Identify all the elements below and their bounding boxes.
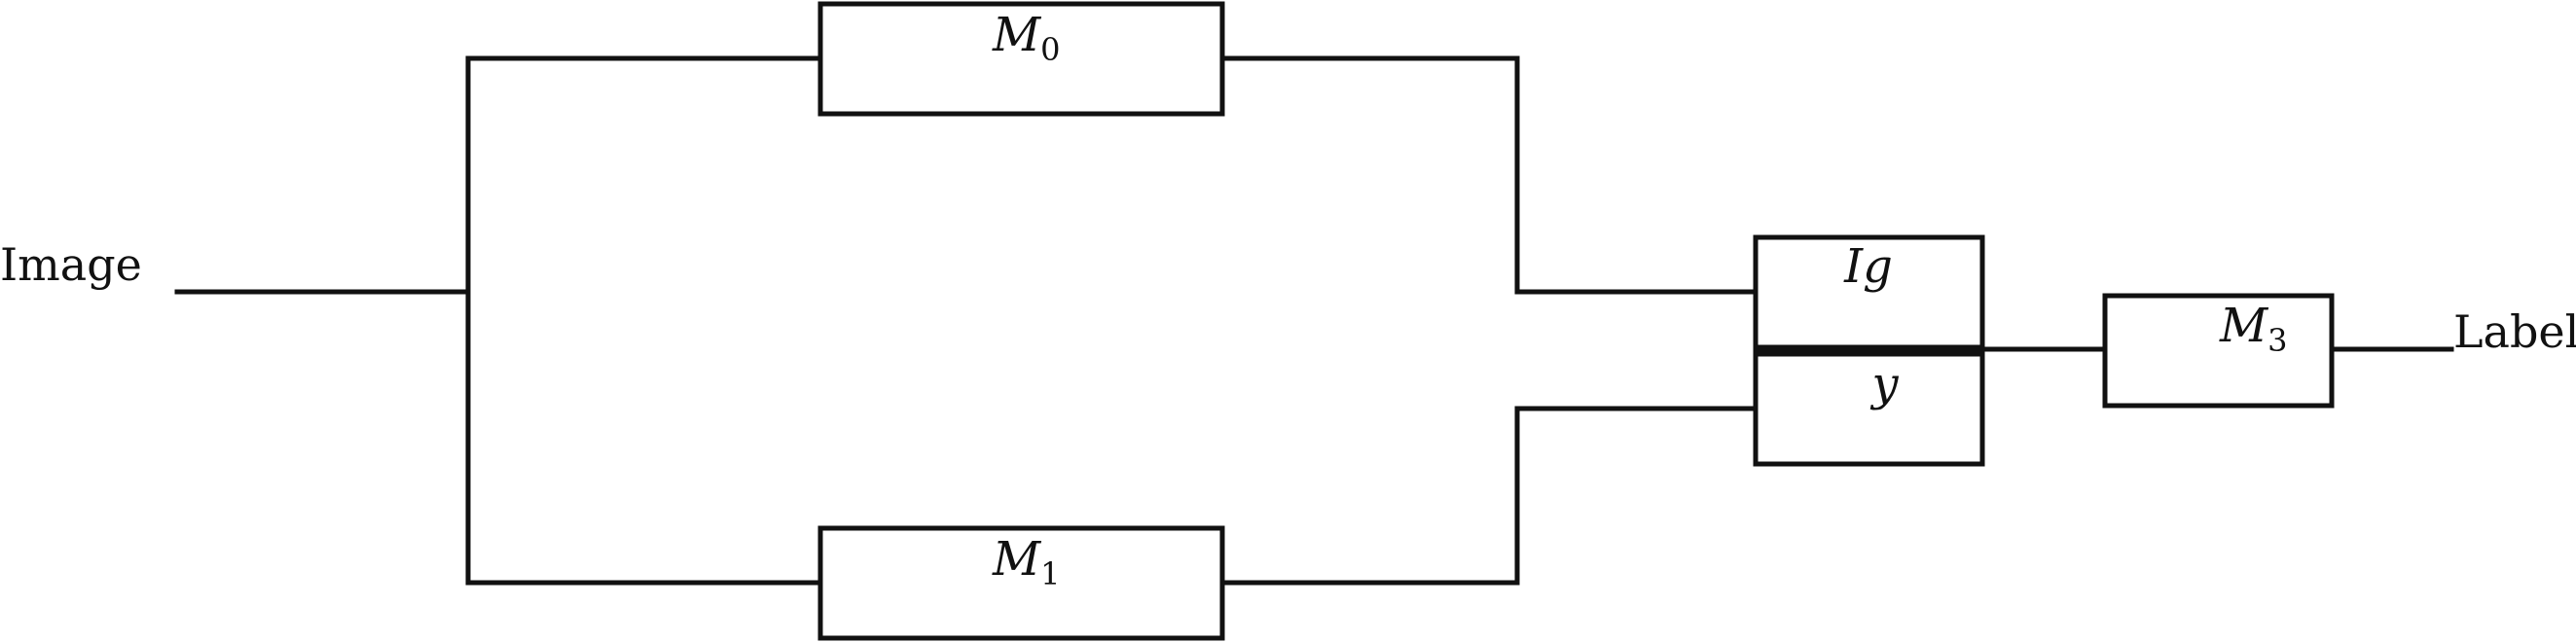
m0-output-wire — [1219, 55, 1759, 295]
ig-label: Ig — [1843, 239, 1893, 294]
m3-block — [2102, 293, 2335, 409]
label-output-label: Label — [2453, 305, 2576, 358]
m3-label: M3 — [2219, 299, 2288, 359]
m0-block — [817, 1, 1225, 117]
m0-label: M0 — [992, 8, 1061, 68]
m1-label: M1 — [992, 532, 1061, 592]
ybar-label: y — [1869, 357, 1899, 411]
ybar-block — [1753, 351, 1985, 467]
image-input-label: Image — [0, 238, 142, 291]
m1-output-wire — [1219, 406, 1759, 586]
